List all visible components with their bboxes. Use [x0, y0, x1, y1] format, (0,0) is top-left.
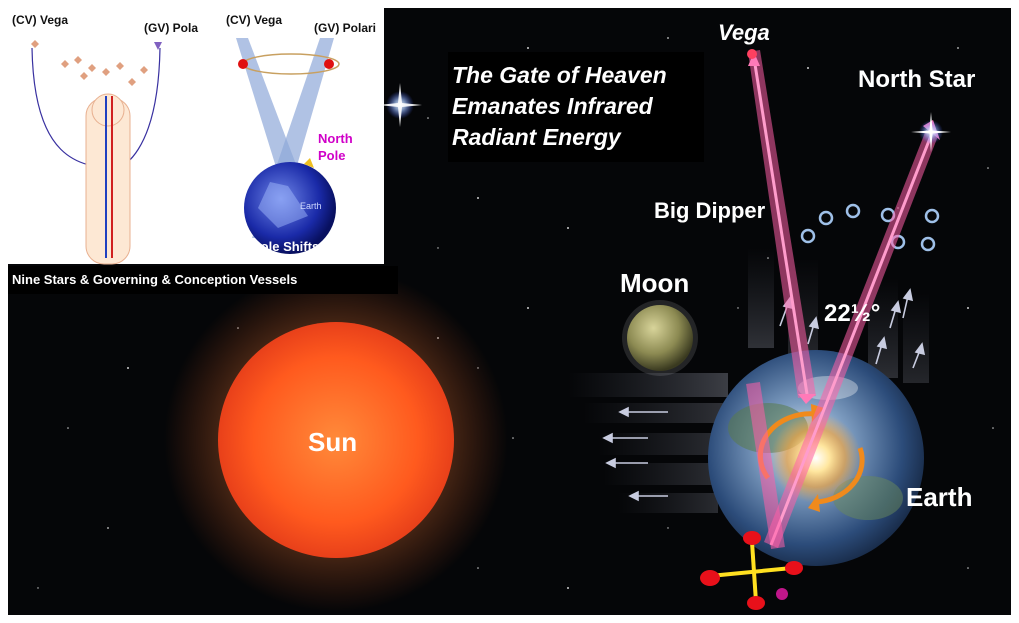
title-line: Radiant Energy — [452, 124, 621, 150]
body-points-cross — [700, 531, 803, 610]
inset-gv-label: (GV) Pola — [144, 21, 199, 35]
bright-star — [378, 83, 422, 127]
inset-pole-diagram — [222, 8, 384, 264]
vega-label: Vega — [718, 20, 770, 45]
north-pole-line: North — [318, 131, 353, 146]
sun-graphic — [164, 268, 508, 612]
north-pole-line: Pole — [318, 148, 346, 163]
north-star-label: North Star — [858, 66, 976, 93]
earth-graphic — [708, 350, 924, 566]
north-pole-label: North Pole — [318, 130, 353, 164]
title-box — [448, 52, 704, 162]
title-text: The Gate of Heaven Emanates Infrared Rad… — [452, 60, 667, 153]
vega-star — [747, 49, 757, 59]
big-dipper-stars — [800, 203, 940, 252]
energy-beams — [746, 50, 940, 550]
inset-right-cv-label: (CV) Vega — [226, 13, 283, 27]
sun-label: Sun — [308, 427, 358, 457]
inset-body-diagram — [8, 8, 240, 265]
big-dipper-label: Big Dipper — [654, 198, 766, 223]
scene-graphic — [8, 8, 994, 612]
angle-label: 22½° — [824, 300, 881, 327]
title-line: Emanates Infrared — [452, 93, 653, 119]
pole-shifts-label: Pole Shifts — [252, 239, 320, 254]
moon-graphic — [622, 300, 698, 376]
title-line: The Gate of Heaven — [452, 62, 667, 88]
inset-cv-label: (CV) Vega — [12, 13, 69, 27]
north-star-icon — [911, 112, 951, 152]
illustration-frame: Vega North Star Big Dipper Moon Sun Eart… — [8, 8, 1011, 615]
star-field — [37, 37, 994, 589]
small-earth-label: Earth — [300, 201, 322, 211]
earth-label: Earth — [906, 482, 973, 512]
moon-label: Moon — [620, 268, 690, 298]
inset-right-gv-label: (GV) Polari — [314, 21, 377, 35]
inset-caption: Nine Stars & Governing & Conception Vess… — [12, 272, 298, 287]
